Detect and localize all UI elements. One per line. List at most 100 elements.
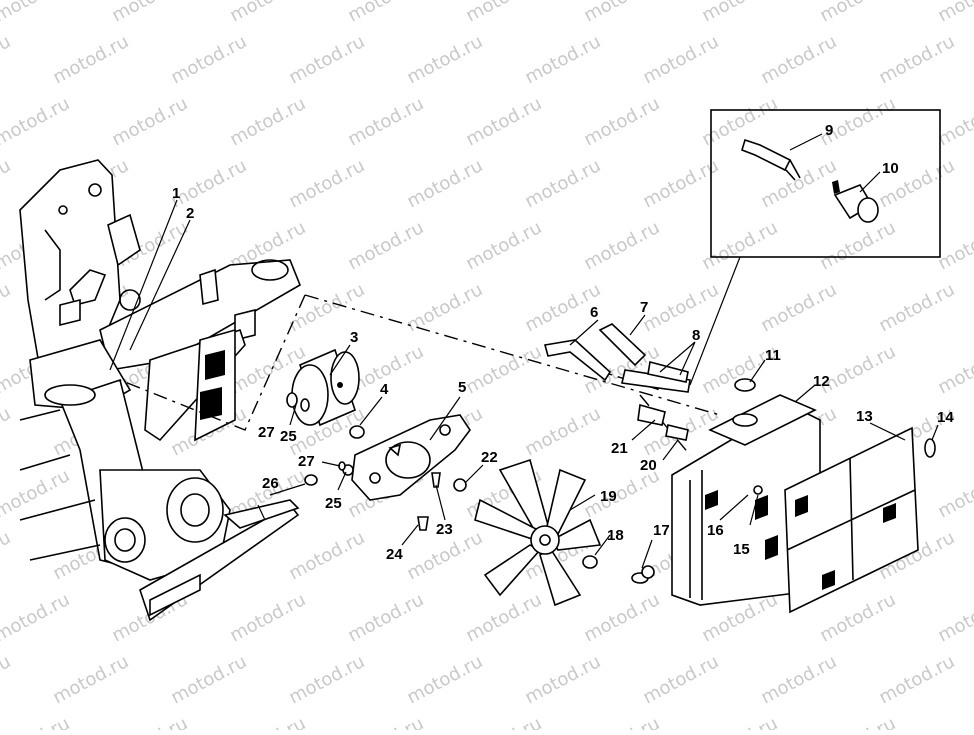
watermark-text: motod.ru bbox=[0, 31, 14, 88]
watermark-text: motod.ru bbox=[0, 465, 73, 522]
watermark-text: motod.ru bbox=[0, 589, 73, 646]
callout-25-upper: 25 bbox=[280, 428, 297, 445]
watermark-text: motod.ru bbox=[816, 589, 899, 646]
callout-22: 22 bbox=[481, 449, 498, 466]
watermark-text: motod.ru bbox=[108, 713, 191, 730]
cap-nut bbox=[304, 474, 318, 486]
bolt bbox=[431, 472, 441, 488]
callouts: 1 2 3 4 5 6 7 8 9 10 11 12 13 14 15 16 1… bbox=[172, 122, 954, 563]
watermark-text: motod.ru bbox=[816, 0, 899, 26]
watermark-text: motod.ru bbox=[167, 155, 250, 212]
watermark-text: motod.ru bbox=[639, 279, 722, 336]
watermark-text: motod.ru bbox=[344, 589, 427, 646]
watermark-text: motod.ru bbox=[285, 527, 368, 584]
watermark-text: motod.ru bbox=[285, 651, 368, 708]
callout-25-lower: 25 bbox=[325, 495, 342, 512]
callout-6: 6 bbox=[590, 304, 598, 321]
callout-15: 15 bbox=[733, 541, 750, 558]
callout-8: 8 bbox=[692, 327, 700, 344]
watermark-text: motod.ru bbox=[580, 0, 663, 26]
watermark-text: motod.ru bbox=[816, 217, 899, 274]
watermark-text: motod.ru bbox=[226, 93, 309, 150]
fan-nut bbox=[582, 555, 598, 569]
fan-mount-plate bbox=[351, 414, 471, 501]
watermark-text: motod.ru bbox=[580, 589, 663, 646]
watermark-text: motod.ru bbox=[875, 279, 958, 336]
watermark-text: motod.ru bbox=[757, 651, 840, 708]
watermark-text: motod.ru bbox=[462, 713, 545, 730]
watermark-text: motod.ru bbox=[167, 651, 250, 708]
radiator bbox=[671, 378, 821, 606]
watermark-text: motod.ru bbox=[462, 217, 545, 274]
watermark-text: motod.ru bbox=[934, 589, 974, 646]
spacer bbox=[349, 425, 365, 439]
watermark-text: motod.ru bbox=[226, 0, 309, 26]
callout-9: 9 bbox=[825, 122, 833, 139]
watermark-text: motod.ru bbox=[0, 155, 14, 212]
watermark-text: motod.ru bbox=[580, 93, 663, 150]
watermark-text: motod.ru bbox=[580, 713, 663, 730]
leader-lines bbox=[109, 133, 939, 569]
callout-3: 3 bbox=[350, 329, 358, 346]
watermark-text: motod.ru bbox=[639, 155, 722, 212]
watermark-text: motod.ru bbox=[462, 0, 545, 26]
watermark-text: motod.ru bbox=[344, 713, 427, 730]
watermark-text: motod.ru bbox=[816, 713, 899, 730]
watermark-text: motod.ru bbox=[698, 713, 781, 730]
callout-13: 13 bbox=[856, 408, 873, 425]
watermark-text: motod.ru bbox=[0, 651, 14, 708]
callout-27-upper: 27 bbox=[258, 424, 275, 441]
watermark-text: motod.ru bbox=[639, 31, 722, 88]
watermark-text: motod.ru bbox=[226, 589, 309, 646]
temperature-sensor bbox=[631, 565, 655, 584]
callout-19: 19 bbox=[600, 488, 617, 505]
watermark-text: motod.ru bbox=[521, 651, 604, 708]
watermark-text: motod.ru bbox=[462, 589, 545, 646]
mounting-outline bbox=[119, 294, 721, 431]
watermark-text: motod.ru bbox=[875, 31, 958, 88]
inset-leader bbox=[689, 256, 741, 386]
o-ring bbox=[924, 438, 936, 458]
callout-17: 17 bbox=[653, 522, 670, 539]
watermark-text: motod.ru bbox=[285, 155, 368, 212]
watermark-text: motod.ru bbox=[403, 651, 486, 708]
callout-23: 23 bbox=[436, 521, 453, 538]
watermark-text: motod.ru bbox=[167, 31, 250, 88]
watermark-text: motod.ru bbox=[934, 465, 974, 522]
watermark-text: motod.ru bbox=[344, 93, 427, 150]
watermark-text: motod.ru bbox=[934, 341, 974, 398]
detail-inset bbox=[710, 109, 941, 258]
watermark-text: motod.ru bbox=[757, 279, 840, 336]
watermark-text: motod.ru bbox=[757, 155, 840, 212]
watermark-text: motod.ru bbox=[934, 713, 974, 730]
callout-12: 12 bbox=[813, 373, 830, 390]
watermark-text: motod.ru bbox=[521, 31, 604, 88]
callout-5: 5 bbox=[458, 379, 466, 396]
vehicle-frame bbox=[19, 159, 302, 622]
screw bbox=[417, 516, 429, 531]
fan-motor bbox=[286, 348, 360, 427]
watermark-text: motod.ru bbox=[403, 279, 486, 336]
callout-20: 20 bbox=[640, 457, 657, 474]
callout-10: 10 bbox=[882, 160, 899, 177]
watermark-text: motod.ru bbox=[934, 0, 974, 26]
watermark-text: motod.ru bbox=[285, 31, 368, 88]
watermark-text: motod.ru bbox=[344, 217, 427, 274]
callout-21: 21 bbox=[611, 440, 628, 457]
watermark-text: motod.ru bbox=[226, 713, 309, 730]
callout-18: 18 bbox=[607, 527, 624, 544]
watermark-text: motod.ru bbox=[875, 651, 958, 708]
callout-26: 26 bbox=[262, 475, 279, 492]
callout-11: 11 bbox=[765, 347, 781, 364]
watermark-text: motod.ru bbox=[0, 0, 73, 26]
callout-24: 24 bbox=[386, 546, 403, 563]
watermark-text: motod.ru bbox=[639, 651, 722, 708]
watermark-text: motod.ru bbox=[344, 0, 427, 26]
radiator-screen bbox=[784, 426, 919, 614]
callout-14: 14 bbox=[937, 409, 954, 426]
watermark-text: motod.ru bbox=[0, 279, 14, 336]
watermark-text: motod.ru bbox=[108, 93, 191, 150]
callout-7: 7 bbox=[640, 299, 648, 316]
watermark-text: motod.ru bbox=[462, 93, 545, 150]
watermark-text: motod.ru bbox=[403, 155, 486, 212]
